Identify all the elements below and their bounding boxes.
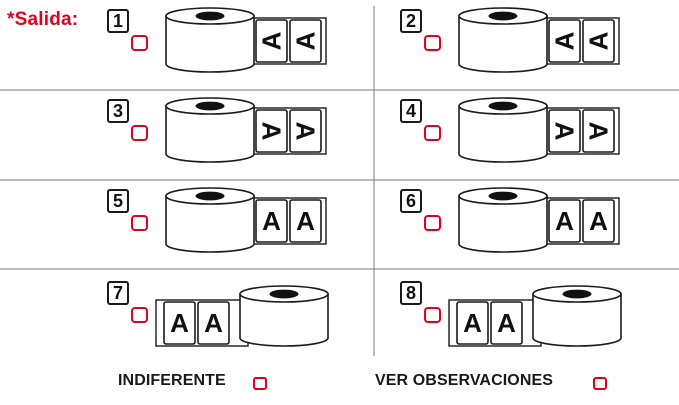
roll-body xyxy=(458,195,548,253)
roll-body xyxy=(532,293,622,347)
label-tag xyxy=(255,109,288,153)
ver-observaciones-checkbox[interactable] xyxy=(593,377,607,390)
option-checkbox[interactable] xyxy=(131,35,148,51)
roll-core xyxy=(195,101,225,111)
option-checkbox[interactable] xyxy=(131,215,148,231)
roll-body xyxy=(239,293,329,347)
option-checkbox[interactable] xyxy=(424,215,441,231)
option-number: 8 xyxy=(406,283,416,303)
indiferente-label: INDIFERENTE xyxy=(118,372,226,389)
option-number: 4 xyxy=(406,101,416,121)
roll-core xyxy=(488,191,518,201)
label-tag xyxy=(582,19,615,63)
option-checkbox[interactable] xyxy=(424,35,441,51)
label-letter: A xyxy=(257,122,287,141)
label-letter: A xyxy=(584,122,614,141)
label-tag xyxy=(255,19,288,63)
salida-heading: *Salida: xyxy=(7,9,79,30)
roll-core xyxy=(195,11,225,21)
option-number-box xyxy=(107,281,129,305)
roll-body xyxy=(165,15,255,73)
option-number-box xyxy=(400,99,422,123)
option-number-box xyxy=(400,189,422,213)
option-checkbox[interactable] xyxy=(424,307,441,323)
roll-core xyxy=(269,289,299,299)
option-number: 1 xyxy=(113,11,123,31)
label-letter: A xyxy=(497,308,516,338)
option-number: 2 xyxy=(406,11,416,31)
roll-body xyxy=(458,105,548,163)
roll-core xyxy=(488,101,518,111)
label-tag xyxy=(289,19,322,63)
label-letter: A xyxy=(589,206,608,236)
option-number: 3 xyxy=(113,101,123,121)
label-tag xyxy=(289,109,322,153)
option-number: 5 xyxy=(113,191,123,211)
label-tag xyxy=(548,199,581,243)
label-tag xyxy=(548,19,581,63)
roll-core xyxy=(562,289,592,299)
label-letter: A xyxy=(291,122,321,141)
label-letter: A xyxy=(550,122,580,141)
label-tag xyxy=(490,301,523,345)
roll-body xyxy=(165,195,255,253)
option-checkbox[interactable] xyxy=(131,307,148,323)
roll-core xyxy=(195,191,225,201)
indiferente-checkbox[interactable] xyxy=(253,377,267,390)
option-number: 7 xyxy=(113,283,123,303)
label-letter: A xyxy=(257,31,287,50)
label-tag xyxy=(456,301,489,345)
label-letter: A xyxy=(463,308,482,338)
label-letter: A xyxy=(584,31,614,50)
label-letter: A xyxy=(296,206,315,236)
label-tag xyxy=(289,199,322,243)
label-tag xyxy=(548,109,581,153)
option-number-box xyxy=(107,99,129,123)
label-tag xyxy=(197,301,230,345)
option-number-box xyxy=(107,189,129,213)
label-letter: A xyxy=(555,206,574,236)
label-tag xyxy=(582,109,615,153)
option-number-box xyxy=(400,281,422,305)
label-tag xyxy=(582,199,615,243)
option-checkbox[interactable] xyxy=(424,125,441,141)
option-number-box xyxy=(107,9,129,33)
roll-body xyxy=(458,15,548,73)
label-letter: A xyxy=(291,31,321,50)
label-letter: A xyxy=(204,308,223,338)
label-tag xyxy=(255,199,288,243)
roll-core xyxy=(488,11,518,21)
roll-body xyxy=(165,105,255,163)
label-letter: A xyxy=(170,308,189,338)
label-tag xyxy=(163,301,196,345)
option-checkbox[interactable] xyxy=(131,125,148,141)
ver-observaciones-label: VER OBSERVACIONES xyxy=(375,372,554,389)
label-letter: A xyxy=(262,206,281,236)
option-number-box xyxy=(400,9,422,33)
option-number: 6 xyxy=(406,191,416,211)
label-letter: A xyxy=(550,31,580,50)
